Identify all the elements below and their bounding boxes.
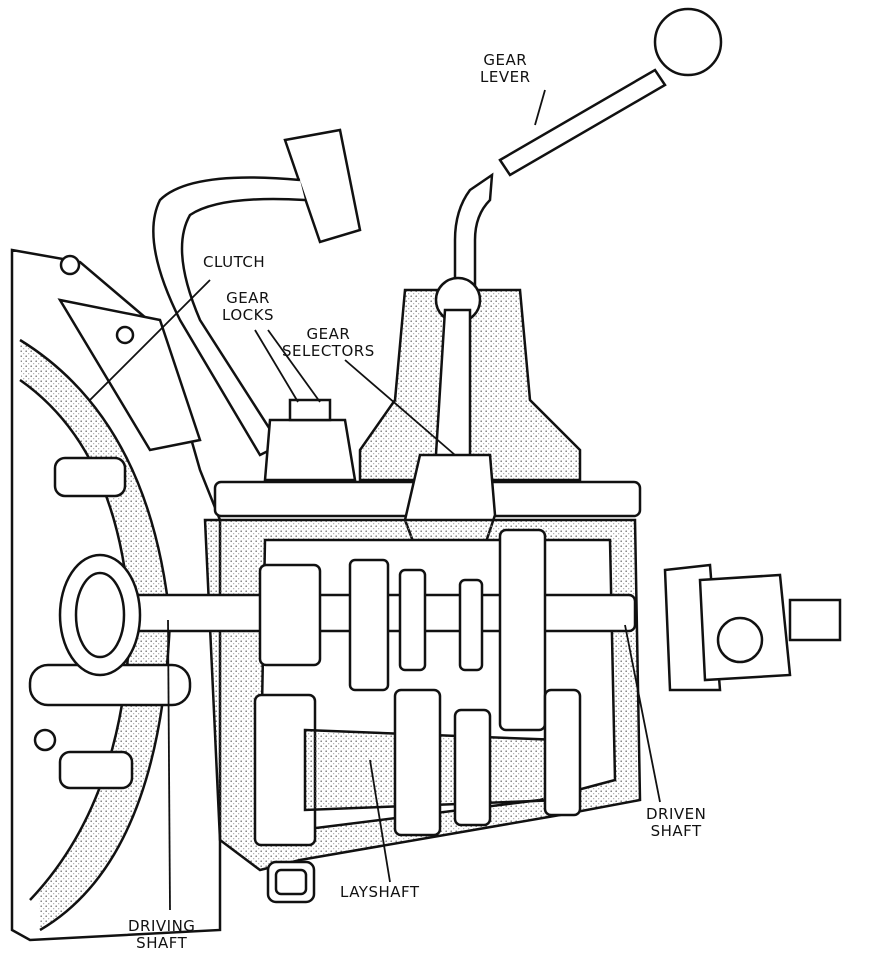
clutch-pedal bbox=[152, 128, 362, 457]
label-layshaft: LAYSHAFT bbox=[340, 883, 420, 901]
layshaft-drawing bbox=[253, 688, 582, 847]
leader-gear-lever bbox=[534, 89, 546, 126]
label-clutch: CLUTCH bbox=[203, 253, 266, 271]
drain-plug bbox=[266, 860, 316, 904]
main-shaft-gears bbox=[258, 528, 547, 732]
leader-clutch bbox=[89, 279, 211, 401]
leader-layshaft bbox=[369, 759, 391, 883]
gear-lever-drawing bbox=[453, 7, 723, 302]
leader-gear-locks-1 bbox=[254, 329, 299, 403]
leader-lines bbox=[89, 89, 661, 911]
label-driving-shaft: DRIVING SHAFT bbox=[128, 917, 196, 952]
label-gear-selectors: GEAR SELECTORS bbox=[282, 325, 375, 360]
label-gear-locks: GEAR LOCKS bbox=[222, 289, 274, 324]
output-coupling bbox=[663, 563, 842, 692]
leader-gear-selectors bbox=[344, 359, 456, 456]
leader-driving-shaft bbox=[167, 619, 171, 911]
leader-gear-locks-2 bbox=[267, 329, 321, 403]
label-driven-shaft: DRIVEN SHAFT bbox=[646, 805, 707, 840]
label-gear-lever: GEAR LEVER bbox=[480, 51, 531, 86]
leader-driven-shaft bbox=[624, 624, 661, 803]
gearbox-cover bbox=[263, 276, 582, 482]
